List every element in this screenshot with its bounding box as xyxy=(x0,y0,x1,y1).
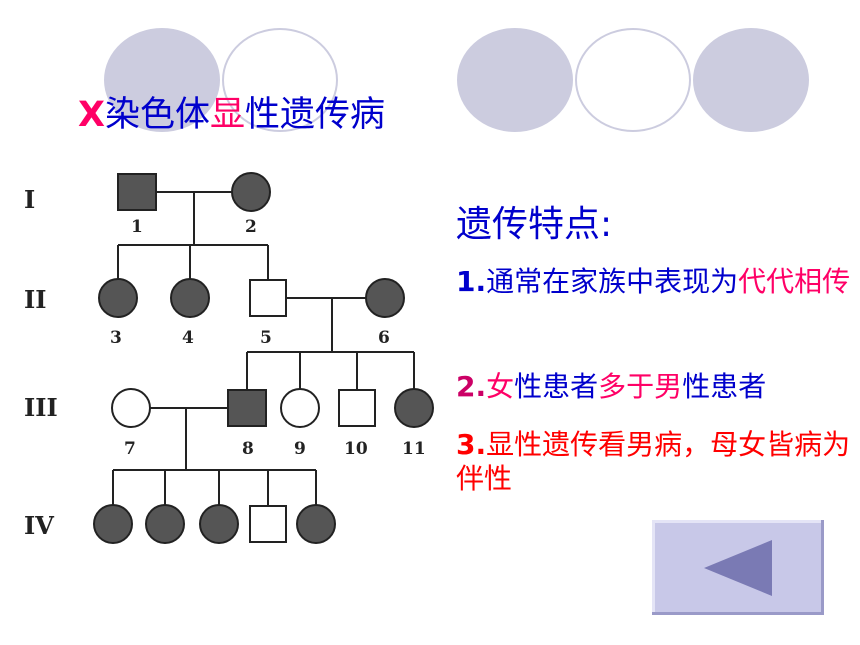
label-3: 3 xyxy=(110,328,122,348)
feature-1-number: 1. xyxy=(456,265,487,298)
title-chromosome: 染色体 xyxy=(105,95,211,135)
label-4: 4 xyxy=(182,328,194,348)
title-disease: 性遗传病 xyxy=(245,95,386,135)
decor-circle-1 xyxy=(104,28,220,132)
individual-iv-5-affected-female xyxy=(296,504,336,544)
label-11: 11 xyxy=(402,439,426,459)
feature-2-male: 男 xyxy=(654,370,683,403)
individual-11-affected-female xyxy=(394,388,434,428)
label-6: 6 xyxy=(378,328,390,348)
decor-circle-5 xyxy=(693,28,809,132)
decor-circle-2 xyxy=(222,28,338,132)
individual-6-affected-female xyxy=(365,278,405,318)
title-dominant: 显 xyxy=(210,95,246,135)
feature-item-3: 3.显性遗传看男病，母女皆病为伴性 xyxy=(456,428,856,496)
individual-8-affected-male xyxy=(227,389,267,427)
individual-7-normal-female xyxy=(111,388,151,428)
pedigree-chart: I II III IV 1 2 3 4 5 6 7 8 9 10 11 xyxy=(24,172,434,544)
label-5: 5 xyxy=(260,328,272,348)
individual-iv-4-normal-male xyxy=(249,505,287,543)
individual-4-affected-female xyxy=(170,278,210,318)
page-title: X染色体显性遗传病 xyxy=(78,86,385,137)
label-7: 7 xyxy=(124,439,136,459)
gen-label-1: I xyxy=(24,185,35,214)
gen-label-4: IV xyxy=(24,511,54,540)
title-x: X xyxy=(78,95,105,135)
feature-3-text: 显性遗传看男病，母女皆病为伴性 xyxy=(456,428,851,495)
individual-iv-3-affected-female xyxy=(199,504,239,544)
feature-3-number: 3. xyxy=(456,428,487,461)
feature-item-2: 2.女性患者多于男性患者 xyxy=(456,370,856,404)
label-10: 10 xyxy=(344,439,368,459)
features-heading: 遗传特点: xyxy=(456,204,613,245)
pedigree-lines xyxy=(112,191,415,506)
gen-label-2: II xyxy=(24,285,46,314)
label-2: 2 xyxy=(245,217,257,237)
individual-iv-2-affected-female xyxy=(145,504,185,544)
label-1: 1 xyxy=(131,217,143,237)
decor-circle-3 xyxy=(457,28,573,132)
individual-5-normal-male xyxy=(249,279,287,317)
feature-2-patient-b: 性患者 xyxy=(682,370,767,403)
feature-2-number: 2. xyxy=(456,370,487,403)
individual-3-affected-female xyxy=(98,278,138,318)
individual-10-normal-male xyxy=(338,389,376,427)
individual-1-affected-male xyxy=(117,173,157,211)
individual-2-affected-female xyxy=(231,172,271,212)
feature-1-text-a: 通常在家族中表现为 xyxy=(486,265,739,298)
back-button[interactable] xyxy=(652,520,824,615)
label-8: 8 xyxy=(242,439,254,459)
individual-9-normal-female xyxy=(280,388,320,428)
feature-2-patient-a: 性患者 xyxy=(514,370,599,403)
label-9: 9 xyxy=(294,439,306,459)
feature-1-text-b: 代代相传 xyxy=(738,265,851,298)
left-triangle-icon xyxy=(704,540,772,596)
gen-label-3: III xyxy=(24,393,58,422)
individual-iv-1-affected-female xyxy=(93,504,133,544)
feature-2-female: 女 xyxy=(486,370,515,403)
feature-item-1: 1.通常在家族中表现为代代相传 xyxy=(456,265,856,299)
feature-2-more-than: 多于 xyxy=(598,370,655,403)
decor-circle-4 xyxy=(575,28,691,132)
